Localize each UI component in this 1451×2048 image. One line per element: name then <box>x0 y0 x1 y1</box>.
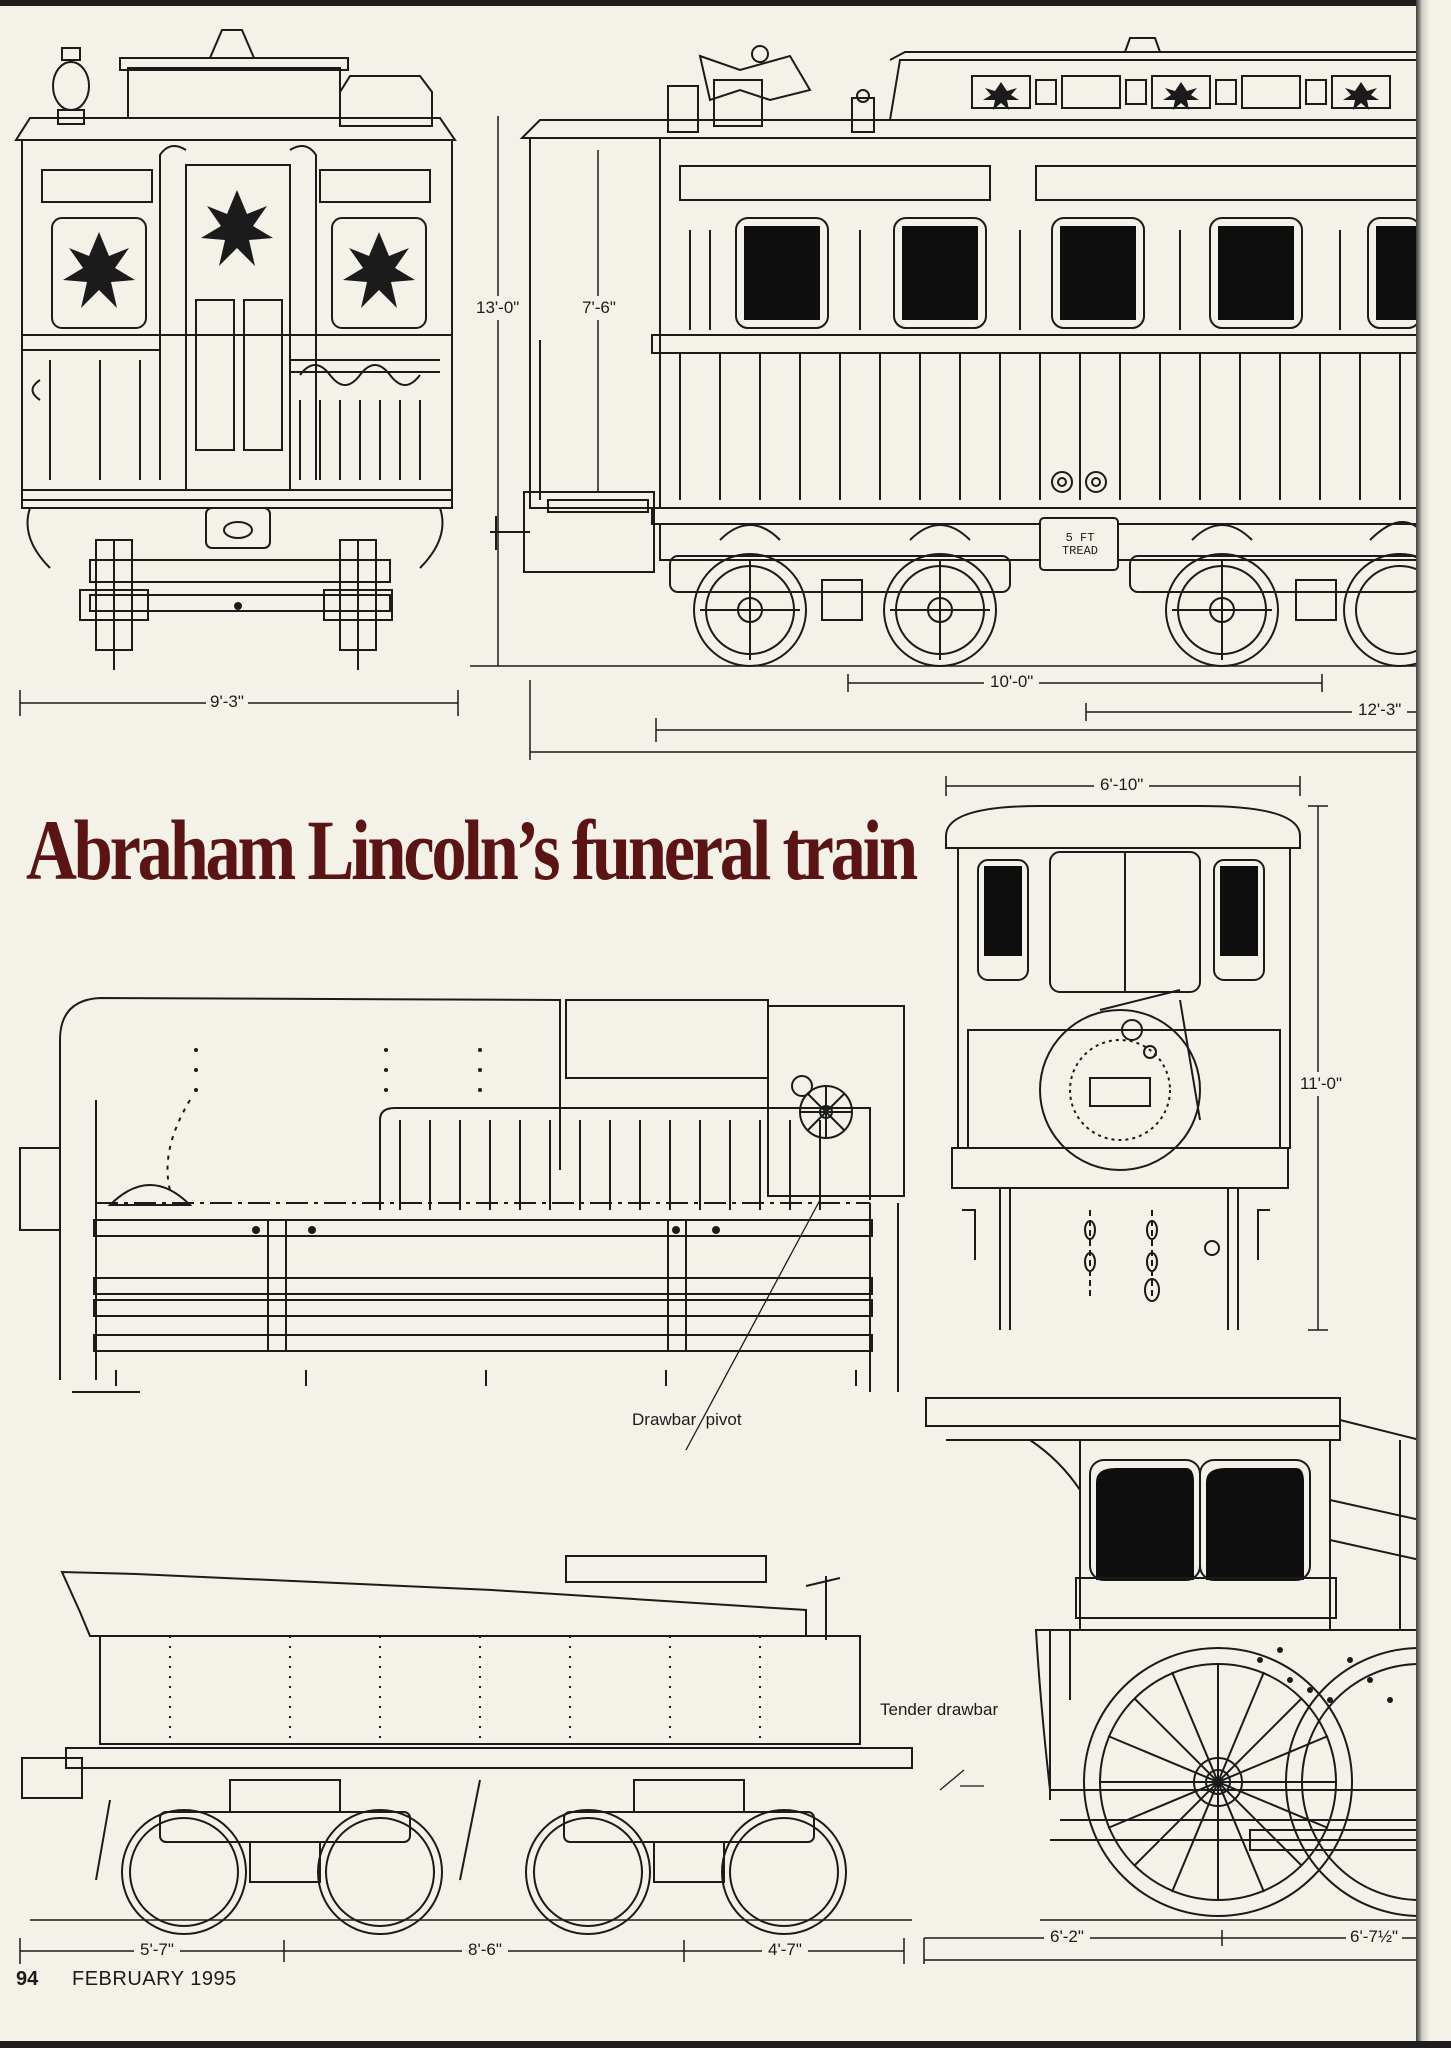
tread-label: 5 FT TREAD <box>1046 532 1114 558</box>
dim-cab-height: 11'-0" <box>1296 1072 1347 1096</box>
dim-car-right-section: 12'-3" <box>1352 700 1408 720</box>
tender-truck-left <box>121 1779 443 1935</box>
cab-front-view <box>945 805 1301 1330</box>
car-truck-right <box>1129 521 1451 667</box>
dim-truck-spacing: 10'-0" <box>984 672 1040 692</box>
car-side-view <box>470 37 1451 667</box>
locomotive-side-view <box>925 1397 1451 1921</box>
dim-tender-axle-b: 8'-6" <box>462 1940 508 1960</box>
dim-car-end-width: 9'-3" <box>206 692 248 712</box>
top-edge <box>0 0 1451 6</box>
dim-car-height-body: 7'-6" <box>580 296 618 320</box>
dim-loco-axle-b: 6'-7½" <box>1346 1927 1403 1947</box>
issue-date: FEBRUARY 1995 <box>72 1968 237 1990</box>
dim-tender-axle-a: 5'-7" <box>134 1940 180 1960</box>
tender-plan-view <box>19 996 905 1451</box>
tender-side-view <box>21 1555 984 1935</box>
dimension-lines-tender <box>19 1930 1416 1964</box>
dim-tender-axle-c: 4'-7" <box>762 1940 808 1960</box>
car-truck-left <box>669 524 1011 667</box>
dim-loco-axle-a: 6'-2" <box>1044 1927 1090 1947</box>
article-title: Abraham Lincoln’s funeral train <box>26 802 918 898</box>
dim-car-height-total: 13'-0" <box>474 296 522 320</box>
tread-text: 5 FT TREAD <box>1061 531 1098 558</box>
dim-cab-width: 6'-10" <box>1094 775 1150 795</box>
drawbar-pivot-label: Drawbar pivot <box>632 1410 742 1429</box>
car-end-view <box>14 29 457 670</box>
page-gutter <box>1416 0 1451 2048</box>
page-number: 94 <box>16 1968 39 1990</box>
tender-drawbar-label: Tender drawbar <box>880 1700 999 1719</box>
bottom-edge <box>0 2041 1451 2048</box>
tender-truck-right <box>525 1779 847 1935</box>
